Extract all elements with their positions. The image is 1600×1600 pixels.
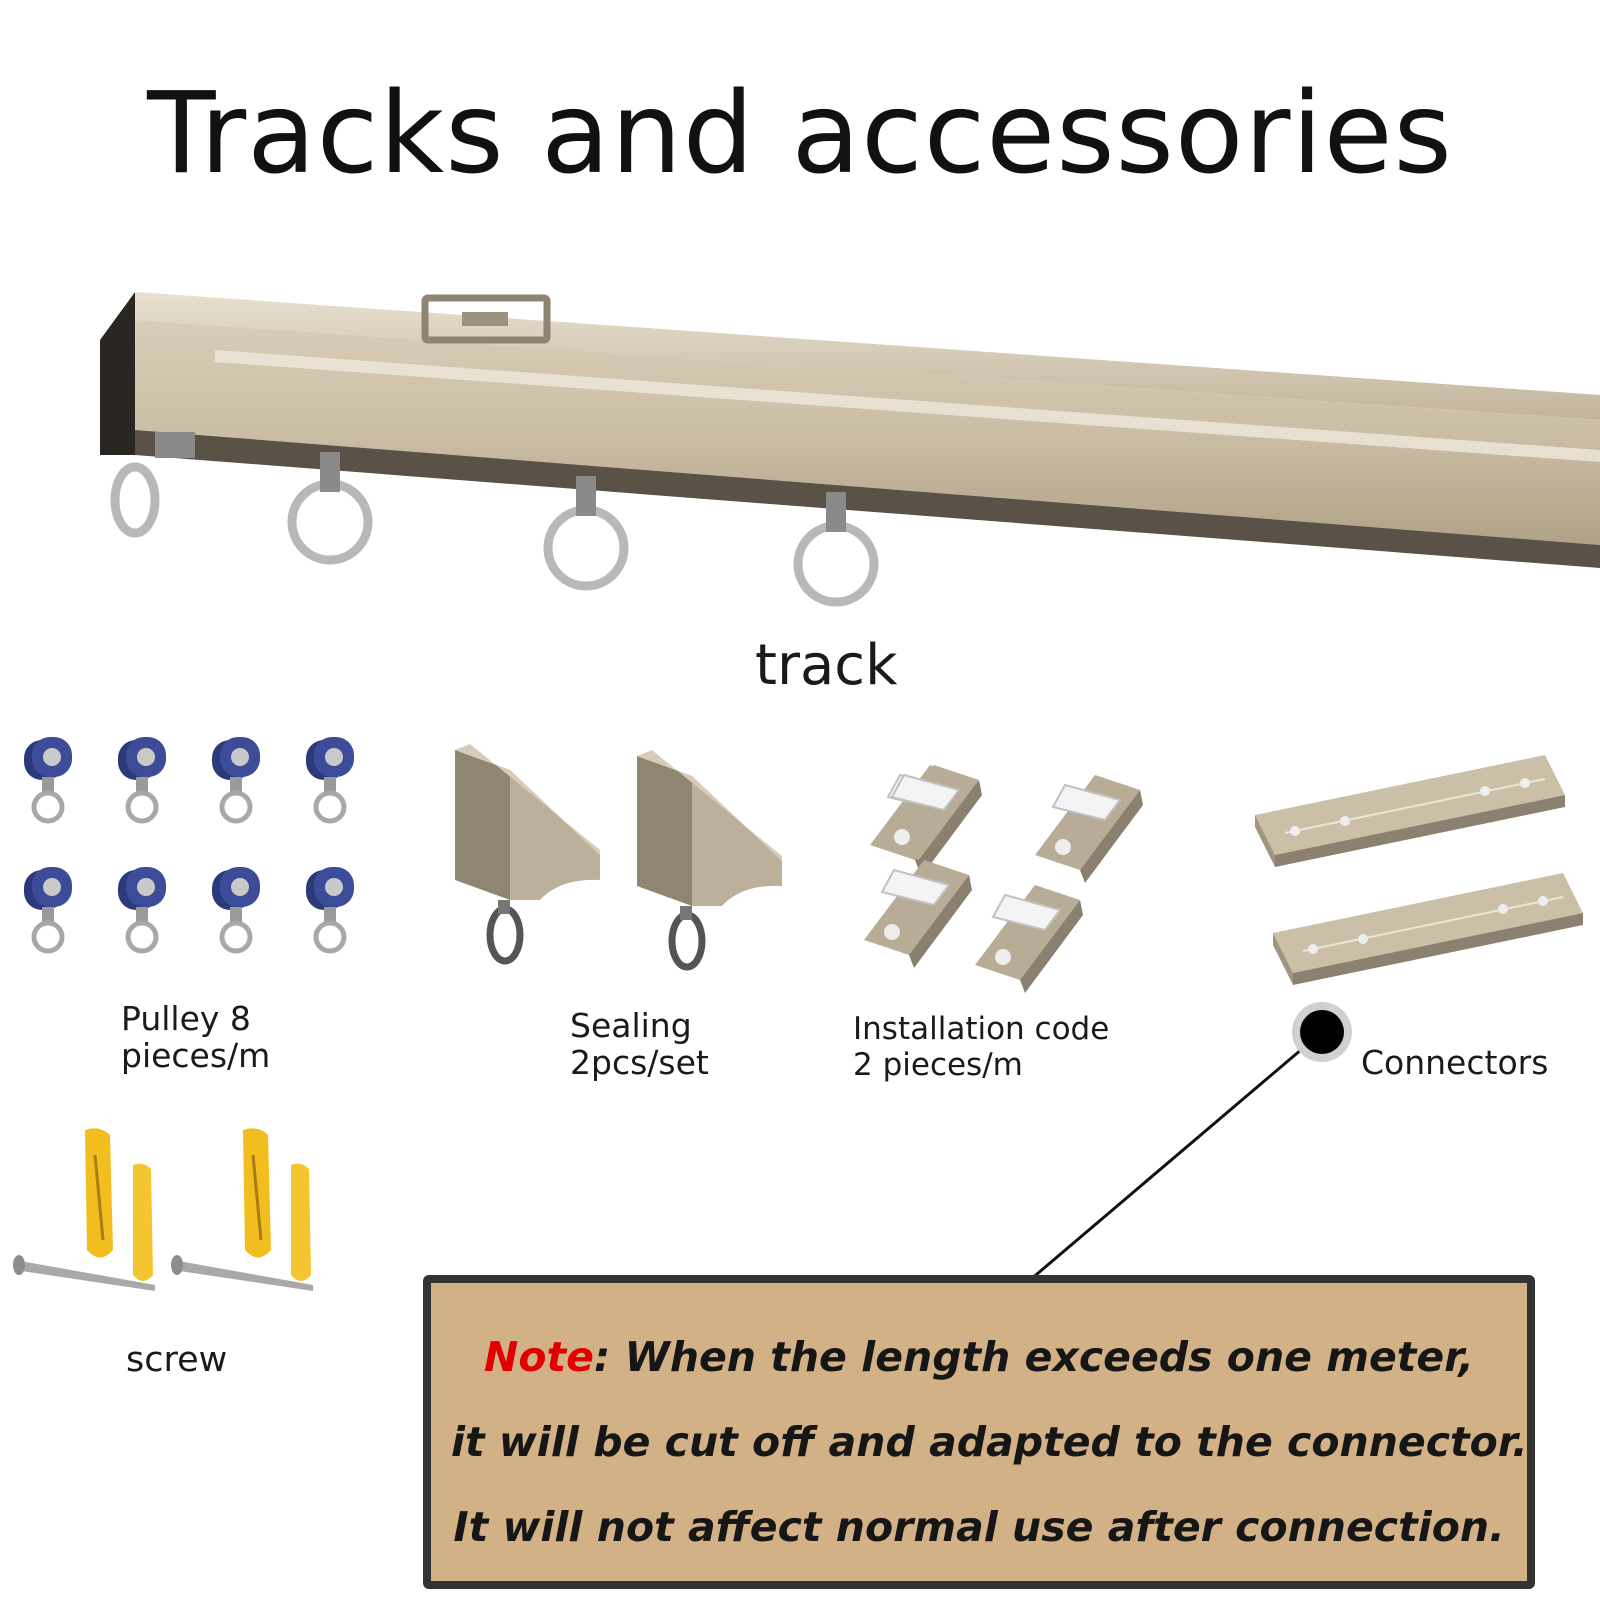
installation-label: Installation code 2 pieces/m — [853, 1011, 1110, 1083]
installation-clip-icon — [863, 764, 1144, 994]
track-rail-icon — [100, 292, 1600, 607]
track-label: track — [755, 633, 898, 698]
pulley-label: Pulley 8 pieces/m — [121, 999, 271, 1075]
note-line-2: it will be cut off and adapted to the co… — [451, 1418, 1528, 1466]
note-line-3: It will not affect normal use after conn… — [453, 1503, 1505, 1551]
page-title: Tracks and accessories — [147, 69, 1453, 199]
note-line-1: Note: When the length exceeds one meter, — [451, 1315, 1507, 1400]
sealing-label: Sealing 2pcs/set — [570, 1006, 709, 1082]
screw-label: screw — [126, 1340, 228, 1380]
note-line-1-text: : When the length exceeds one meter, — [593, 1333, 1474, 1381]
pulley-icon — [20, 735, 380, 995]
note-box: Note: When the length exceeds one meter,… — [423, 1275, 1535, 1589]
connector-plate-icon — [1255, 755, 1584, 986]
sealing-cap-icon — [455, 744, 810, 980]
screw-anchor-icon — [13, 1126, 315, 1293]
note-keyword: Note — [484, 1333, 594, 1381]
connectors-label: Connectors — [1361, 1043, 1549, 1082]
